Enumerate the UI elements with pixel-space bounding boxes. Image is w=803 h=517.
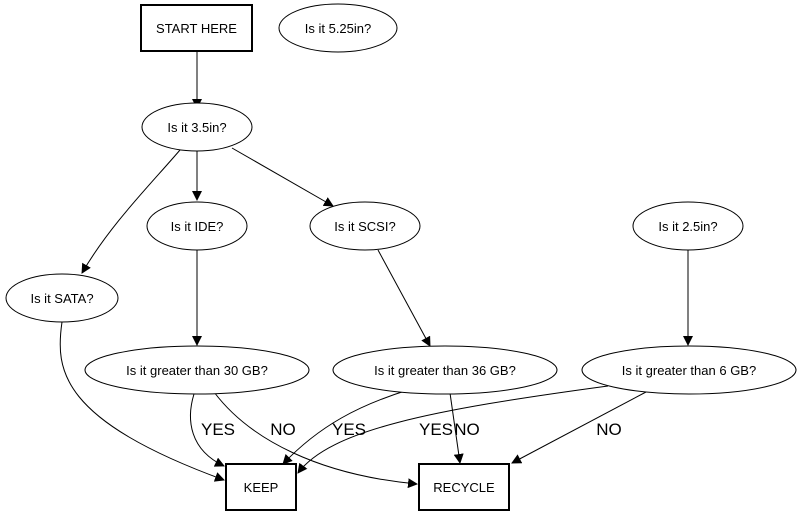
node-keep[interactable]: KEEP: [225, 463, 297, 511]
node-q525[interactable]: Is it 5.25in?: [278, 3, 398, 53]
node-gt36-label: Is it greater than 36 GB?: [374, 363, 516, 378]
node-scsi-label: Is it SCSI?: [334, 219, 395, 234]
edge-sata-to-keep: [59, 321, 225, 482]
edge-labels: YES NO YES NO YES NO: [201, 420, 622, 439]
node-gt6-label: Is it greater than 6 GB?: [622, 363, 756, 378]
node-gt30-label: Is it greater than 30 GB?: [126, 363, 268, 378]
edge-gt30-to-recycle: [213, 391, 418, 489]
edge-gt36-to-keep: [282, 389, 409, 465]
node-q25[interactable]: Is it 2.5in?: [632, 201, 744, 251]
node-start[interactable]: START HERE: [140, 4, 253, 52]
edge-gt6-to-keep: [297, 385, 609, 474]
node-q525-label: Is it 5.25in?: [305, 21, 372, 36]
edges: [59, 52, 693, 489]
node-q35-label: Is it 3.5in?: [167, 120, 226, 135]
edge-q35-to-scsi: [231, 147, 334, 207]
node-scsi[interactable]: Is it SCSI?: [309, 201, 421, 251]
edge-scsi-to-gt36: [377, 249, 431, 347]
node-q35[interactable]: Is it 3.5in?: [141, 102, 253, 152]
node-gt30[interactable]: Is it greater than 30 GB?: [84, 345, 310, 395]
node-keep-label: KEEP: [244, 480, 279, 495]
label-gt6-yes: YES: [419, 420, 453, 439]
edge-gt6-to-recycle: [511, 391, 647, 464]
node-q25-label: Is it 2.5in?: [658, 219, 717, 234]
node-recycle-label: RECYCLE: [433, 480, 495, 495]
edge-gt36-to-recycle: [449, 392, 464, 464]
label-gt30-yes: YES: [201, 420, 235, 439]
node-start-label: START HERE: [156, 21, 237, 36]
label-gt36-yes: YES: [332, 420, 366, 439]
node-gt36[interactable]: Is it greater than 36 GB?: [332, 345, 558, 395]
node-ide-label: Is it IDE?: [171, 219, 224, 234]
node-recycle[interactable]: RECYCLE: [418, 463, 510, 511]
edge-gt30-to-keep: [190, 393, 225, 467]
node-sata[interactable]: Is it SATA?: [5, 273, 119, 323]
node-gt6[interactable]: Is it greater than 6 GB?: [581, 345, 797, 395]
label-gt36-no: NO: [454, 420, 480, 439]
node-sata-label: Is it SATA?: [30, 291, 93, 306]
label-gt6-no: NO: [596, 420, 622, 439]
node-ide[interactable]: Is it IDE?: [146, 201, 248, 251]
label-gt30-no: NO: [270, 420, 296, 439]
edge-q35-to-sata: [81, 149, 181, 274]
